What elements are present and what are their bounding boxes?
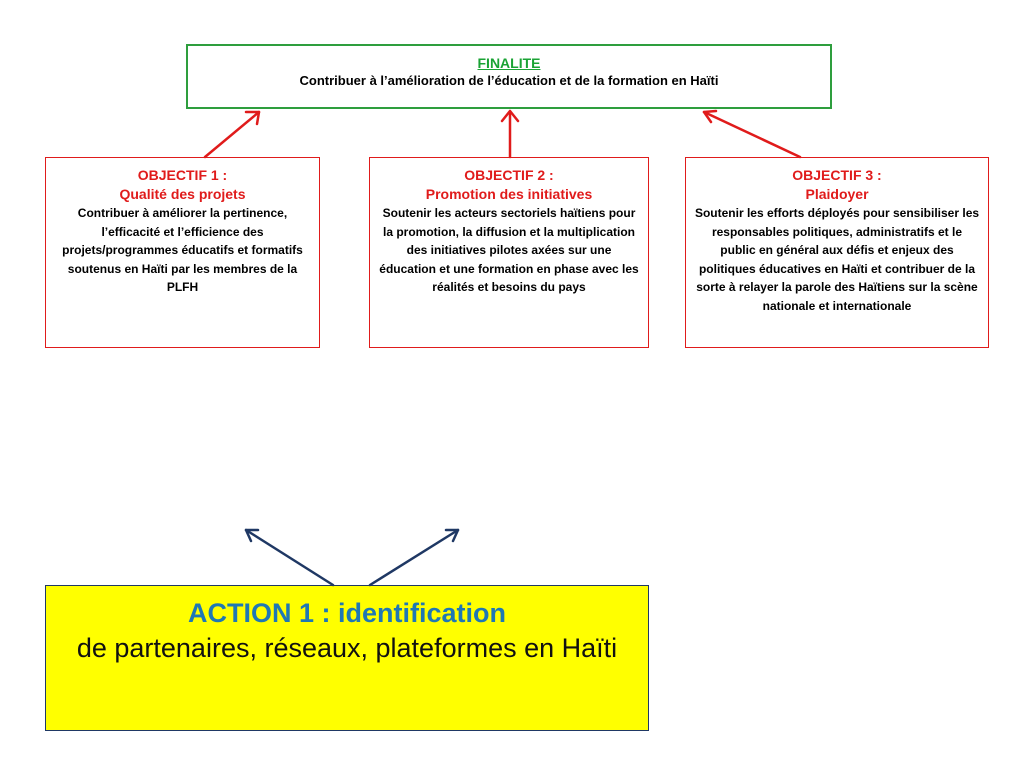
arrow-action-left [244,528,335,587]
action-text: de partenaires, réseaux, plateformes en … [76,633,618,663]
arrow-objective-3-to-finalite [702,109,802,159]
objective-2-box: OBJECTIF 2 : Promotion des initiatives S… [369,157,649,348]
objective-2-label: OBJECTIF 2 : [464,167,554,183]
arrow-action-right [368,528,460,587]
objective-2-text: Soutenir les acteurs sectoriels haïtiens… [379,206,639,294]
objective-3-box: OBJECTIF 3 : Plaidoyer Soutenir les effo… [685,157,989,348]
objective-1-label: OBJECTIF 1 : [137,167,228,183]
finalite-box: FINALITE Contribuer à l’amélioration de … [186,44,832,109]
objective-1-name: Qualité des projets [119,186,246,202]
objective-1-text: Contribuer à améliorer la pertinence, l’… [62,206,303,294]
objective-1-box: OBJECTIF 1 : Qualité des projets Contrib… [45,157,320,348]
action-box: ACTION 1 : identification de partenaires… [45,585,649,731]
objective-3-name: Plaidoyer [805,186,869,202]
finalite-text: Contribuer à l’amélioration de l’éducati… [299,73,719,88]
arrow-objective-2-to-finalite [500,109,520,159]
objective-2-name: Promotion des initiatives [425,186,593,202]
arrow-objective-1-to-finalite [203,110,261,159]
finalite-title: FINALITE [477,55,541,71]
objective-3-text: Soutenir les efforts déployés pour sensi… [694,206,980,313]
action-title: ACTION 1 : identification [187,598,506,628]
objective-3-label: OBJECTIF 3 : [792,167,882,183]
